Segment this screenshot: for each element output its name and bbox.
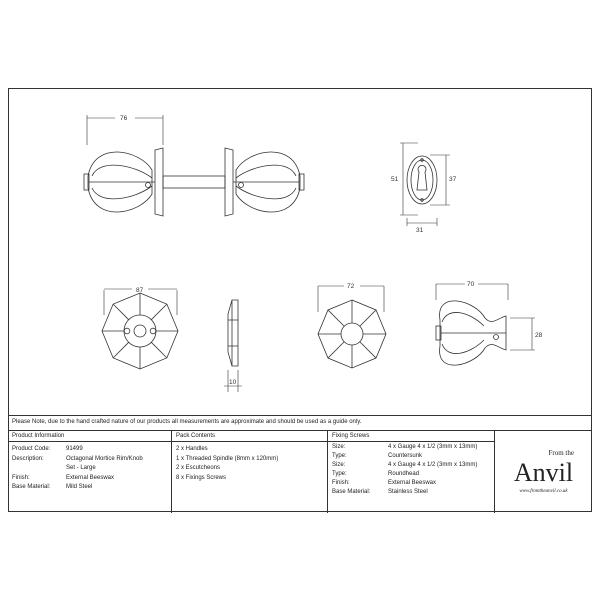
logo-url: www.fromtheanvil.co.uk — [519, 489, 568, 494]
info-key: Base Material: — [12, 484, 51, 490]
info-key: Type: — [332, 453, 347, 459]
info-key: Finish: — [12, 474, 30, 481]
pack-item: 8 x Fixings Screws — [176, 474, 227, 481]
info-row: Size: 4 x Gauge 4 x 1/2 (3mm x 13mm) — [332, 461, 490, 470]
pack-item: 1 x Threaded Spindle (8mm x 120mm) — [176, 455, 279, 462]
knob-face-view — [317, 285, 387, 369]
logo-from-text: From the — [548, 449, 574, 457]
dim-escutcheon-height: 51 — [391, 176, 399, 183]
info-key: Size: — [332, 462, 346, 468]
info-value: 91499 — [66, 446, 83, 452]
drawing-frame — [8, 88, 592, 512]
info-row: Size: 4 x Gauge 4 x 1/2 (3mm x 13mm) — [332, 443, 490, 452]
info-row: Finish: External Beeswax — [12, 474, 167, 484]
facet-line — [112, 303, 129, 320]
info-row: Base Material: Mild Steel — [12, 483, 167, 493]
rose-side-view — [224, 299, 242, 392]
info-key: Type: — [332, 471, 347, 477]
info-value: Countersunk — [388, 453, 423, 459]
info-key: Product Code: — [12, 446, 51, 452]
info-row: Set - Large — [12, 464, 167, 474]
fixing-screws-body: Size:4 x Gauge 4 x 1/2 (3mm x 13mm)Type:… — [328, 442, 494, 500]
fixing-screws-header: Fixing Screws — [328, 431, 494, 442]
dim-knob-side-length: 70 — [467, 281, 475, 288]
info-value: External Beeswax — [388, 480, 437, 486]
info-row: Type: Countersunk — [332, 452, 490, 461]
info-row: Product Code: 91499 — [12, 445, 167, 455]
info-value: External Beeswax — [66, 474, 115, 481]
facet-line — [327, 309, 345, 327]
info-value: Set - Large — [66, 465, 96, 471]
info-row: Type: Roundhead — [332, 470, 490, 479]
pack-item: 2 x Handles — [176, 446, 208, 452]
dim-knob-face: 72 — [347, 283, 355, 290]
product-info-header: Product Information — [8, 431, 171, 442]
info-key: Base Material: — [332, 489, 371, 495]
dim-escutcheon-width: 31 — [416, 227, 424, 234]
info-value: Mild Steel — [66, 484, 93, 490]
info-row: Finish: External Beeswax — [332, 479, 490, 488]
fixing-screws-column: Fixing Screws Size: 4 x Gauge 4 x 1/2 (3m… — [328, 431, 495, 513]
info-value: 4 x Gauge 4 x 1/2 (3mm x 13mm) — [388, 462, 478, 468]
info-key: Description: — [12, 455, 44, 462]
pack-contents-body: 2 x Handles 1 x Threaded Spindle (8mm x 1… — [172, 442, 327, 486]
info-value: 4 x Gauge 4 x 1/2 (3mm x 13mm) — [388, 444, 478, 450]
logo-name: Anvil — [513, 458, 574, 487]
facet-line — [359, 341, 377, 359]
info-key — [12, 464, 66, 474]
info-value: Stainless Steel — [388, 489, 428, 495]
pack-contents-header: Pack Contents — [172, 431, 327, 442]
facet-line — [151, 303, 168, 320]
facet-line — [327, 341, 345, 359]
info-value: Octagonal Mortice Rim/Knob — [66, 455, 143, 462]
knob-side-view — [435, 283, 535, 366]
info-value: Roundhead — [388, 471, 420, 477]
knob-set-front-view — [83, 115, 305, 217]
logo-column: From the Anvil www.fromtheanvil.co.uk — [495, 431, 592, 513]
dim-keyhole-height: 37 — [449, 176, 457, 183]
dim-knob-neck: 28 — [535, 332, 543, 339]
disclaimer-note: Please Note, due to the hand crafted nat… — [8, 415, 592, 430]
rose-front-view — [101, 288, 179, 370]
facet-line — [151, 342, 168, 359]
info-row: Description: Octagonal Mortice Rim/Knob — [12, 455, 167, 465]
facet-line — [112, 342, 129, 359]
facet-line — [359, 309, 377, 327]
dim-knob-length: 76 — [120, 115, 128, 122]
escutcheon — [400, 142, 450, 226]
dim-rose-width: 87 — [136, 287, 144, 294]
info-key: Size: — [332, 444, 346, 450]
from-the-anvil-logo: From the Anvil www.fromtheanvil.co.uk — [495, 431, 592, 513]
info-key: Finish: — [332, 480, 350, 486]
technical-drawing: 76 51 37 31 87 10 72 70 28 — [83, 115, 543, 392]
dim-rose-depth: 10 — [229, 379, 237, 386]
pack-contents-column: Pack Contents 2 x Handles 1 x Threaded Sp… — [172, 431, 328, 513]
pack-item: 2 x Escutcheons — [176, 465, 221, 471]
info-row: Base Material: Stainless Steel — [332, 488, 490, 497]
